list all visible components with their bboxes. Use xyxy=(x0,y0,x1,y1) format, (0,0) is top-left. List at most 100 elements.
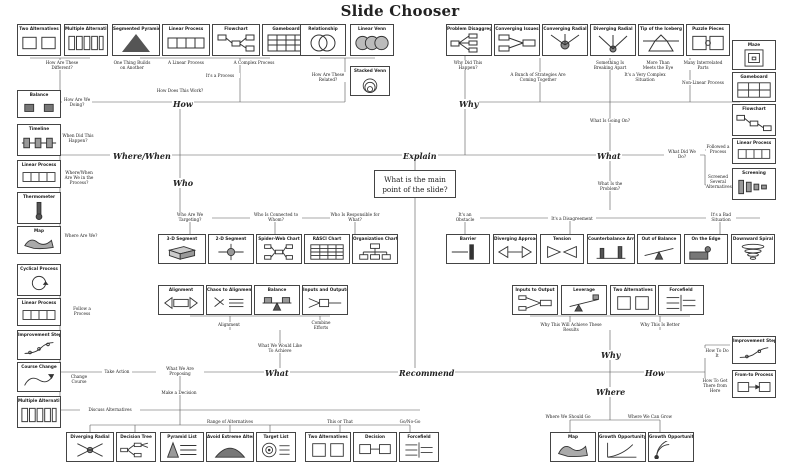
card-timeline[interactable]: Timeline xyxy=(17,124,61,156)
card-course-change[interactable]: Course Change xyxy=(17,362,61,392)
card-on-the-edge[interactable]: On the Edge xyxy=(684,234,728,264)
course-change-icon xyxy=(24,374,55,386)
card-growth-opportunity[interactable]: Growth Opportunity xyxy=(648,432,694,462)
card-linear-venn[interactable]: Linear Venn xyxy=(350,24,394,56)
card-leverage[interactable]: Leverage xyxy=(561,285,607,315)
card-3d-segment[interactable]: 3-D Segment xyxy=(158,234,206,264)
card-map-left[interactable]: Map xyxy=(17,226,61,254)
maze-icon xyxy=(744,49,764,67)
card-puzzle-pieces[interactable]: Puzzle Pieces xyxy=(686,24,730,56)
note-go-no-go: Go/No-Go xyxy=(394,419,426,424)
note-how-does-work: How Does This Work? xyxy=(150,88,210,93)
card-map-bottom[interactable]: Map xyxy=(550,432,596,462)
linear-process-icon xyxy=(737,149,771,159)
card-linear-process-bl[interactable]: Linear Process xyxy=(17,298,61,326)
card-raci-chart[interactable]: RASCI Chart xyxy=(304,234,350,264)
segment-2d-icon xyxy=(218,243,244,261)
map-icon xyxy=(24,239,54,250)
note-follow-process: Follow a Process xyxy=(66,306,98,316)
card-2d-segment[interactable]: 2-D Segment xyxy=(208,234,254,264)
card-from-to-process[interactable]: From-to Process xyxy=(732,370,776,398)
gameboard-icon xyxy=(737,82,771,98)
card-linear-process-right[interactable]: Linear Process xyxy=(732,138,776,164)
target-icon xyxy=(261,442,290,458)
card-cyclical-process[interactable]: Cyclical Process xyxy=(17,264,61,296)
card-diverging-approaches[interactable]: Diverging Approaches xyxy=(493,234,537,264)
hub-recommend: Recommend xyxy=(398,368,456,378)
card-target-list[interactable]: Target List xyxy=(256,432,296,462)
card-inputs-to-output[interactable]: Inputs to Output xyxy=(512,285,558,315)
card-spider-web[interactable]: Spider-Web Chart xyxy=(256,234,302,264)
note-alignment: Alignment xyxy=(204,322,254,327)
card-inputs-outputs[interactable]: Inputs and Outputs xyxy=(302,285,348,315)
note-where-when-process: Where/When Are We in the Process? xyxy=(62,170,96,185)
flowchart-icon xyxy=(736,114,772,132)
card-linear-process-top[interactable]: Linear Process xyxy=(162,24,210,56)
card-avoid-extreme[interactable]: Avoid Extreme Alternatives xyxy=(206,432,254,462)
gameboard-icon xyxy=(267,34,305,52)
card-counterbalance-arrows[interactable]: Counterbalance Arrows xyxy=(587,234,635,264)
card-converging-issues[interactable]: Converging Issues xyxy=(494,24,540,56)
card-forcefield-bottom[interactable]: Forcefield xyxy=(399,432,439,462)
card-forcefield-mid[interactable]: Forcefield xyxy=(658,285,704,315)
card-alignment[interactable]: Alignment xyxy=(158,285,204,315)
card-thermometer[interactable]: Thermometer xyxy=(17,192,61,224)
card-tip-of-iceberg[interactable]: Tip of the Iceberg xyxy=(638,24,684,56)
card-converging-radial[interactable]: Converging Radial xyxy=(542,24,588,56)
note-change-course: Change Course xyxy=(66,374,92,384)
card-barrier[interactable]: Barrier xyxy=(446,234,490,264)
card-decision[interactable]: Decision xyxy=(353,432,397,462)
note-who-targeting: Who Are We Targeting? xyxy=(168,212,212,222)
note-obstacle: It's an Obstacle xyxy=(450,212,480,222)
diverging-arrows-icon xyxy=(497,245,533,259)
card-flowchart-right[interactable]: Flowchart xyxy=(732,104,776,136)
card-out-of-balance[interactable]: Out of Balance xyxy=(637,234,681,264)
card-two-alternatives-bottom[interactable]: Two Alternatives xyxy=(305,432,351,462)
note-bunch-strategies: A Bunch of Strategies Are Coming Togethe… xyxy=(510,72,566,82)
card-pyramid-list[interactable]: Pyramid List xyxy=(160,432,204,462)
two-alternatives-icon xyxy=(22,36,56,50)
note-is-better: Why This Is Better xyxy=(640,322,680,327)
card-diverging-radial-bottom[interactable]: Diverging Radial xyxy=(66,432,114,462)
note-screened: Screened Several Alternatives xyxy=(706,174,732,189)
card-tension[interactable]: Tension xyxy=(540,234,584,264)
card-growth-2d[interactable]: Growth Opportunity 2D xyxy=(598,432,646,462)
card-two-alternatives[interactable]: Two Alternatives xyxy=(17,24,61,56)
card-diverging-radial-top[interactable]: Diverging Radial xyxy=(590,24,636,56)
card-gameboard-right[interactable]: Gameboard xyxy=(732,72,776,102)
card-balance-mid[interactable]: Balance xyxy=(254,285,300,315)
inputs-to-output-icon xyxy=(518,295,552,311)
hub-explain: Explain xyxy=(402,151,438,161)
flowchart-icon xyxy=(217,34,255,52)
card-linear-process-left[interactable]: Linear Process xyxy=(17,160,61,188)
card-problem-disaggregation[interactable]: Problem Disaggregation xyxy=(446,24,492,56)
card-screening[interactable]: Screening xyxy=(732,168,776,200)
card-downward-spiral[interactable]: Downward Spiral xyxy=(731,234,775,264)
card-multiple-alternatives-bl[interactable]: Multiple Alternatives xyxy=(17,396,61,428)
page-title: Slide Chooser xyxy=(340,2,460,20)
card-balance[interactable]: Balance xyxy=(17,90,61,118)
spider-web-icon xyxy=(264,244,293,260)
linear-process-icon xyxy=(167,37,205,49)
card-relationship[interactable]: Relationship xyxy=(300,24,346,56)
card-flowchart-top[interactable]: Flowchart xyxy=(212,24,260,56)
cycle-icon xyxy=(31,275,49,291)
card-stacked-venn[interactable]: Stacked Venn xyxy=(350,66,390,96)
card-two-alternatives-mid[interactable]: Two Alternatives xyxy=(610,285,656,315)
note-discuss-alternatives: Discuss Alternatives xyxy=(80,407,140,412)
card-multiple-alternatives[interactable]: Multiple Alternatives xyxy=(64,24,108,56)
decision-icon xyxy=(359,444,391,455)
card-org-chart[interactable]: Organization Chart xyxy=(352,234,398,264)
note-followed-process: Followed a Process xyxy=(706,144,730,154)
screening-icon xyxy=(738,179,767,195)
card-maze[interactable]: Maze xyxy=(732,40,776,70)
card-decision-tree[interactable]: Decision Tree xyxy=(116,432,156,462)
card-segmented-pyramid[interactable]: Segmented Pyramid xyxy=(112,24,160,56)
card-improvement-steps-right[interactable]: Improvement Steps xyxy=(732,336,776,364)
card-chaos-to-alignment[interactable]: Chaos to Alignment xyxy=(206,285,252,315)
puzzle-icon xyxy=(692,35,724,51)
note-take-action: Take Action xyxy=(102,369,132,374)
tension-icon xyxy=(547,245,577,259)
linear-venn-icon xyxy=(355,35,389,51)
card-improvement-steps-left[interactable]: Improvement Steps xyxy=(17,330,61,360)
